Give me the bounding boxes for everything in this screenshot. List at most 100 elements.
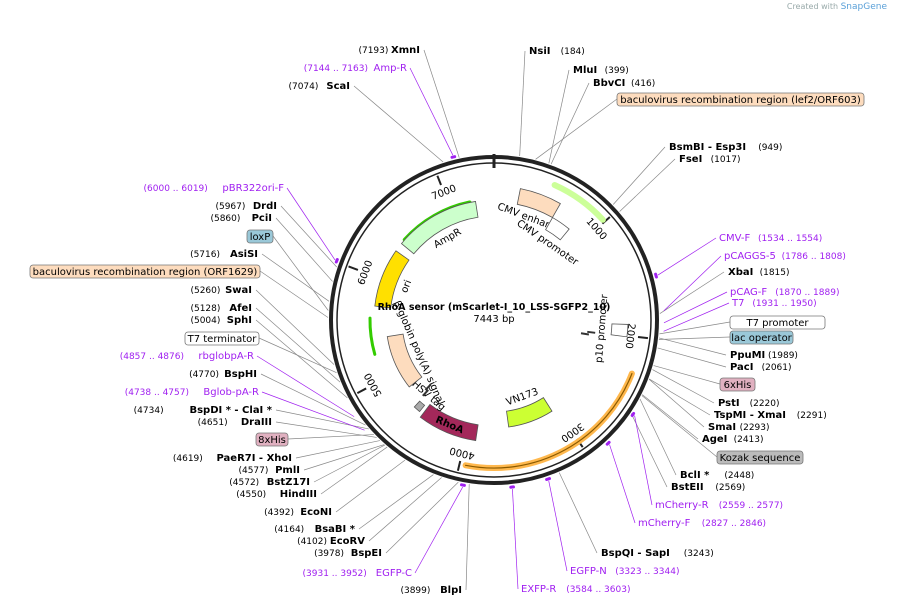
site-bsphi[interactable]: BspHI: [224, 369, 257, 380]
site-pos-tspmi-xmai: (2291): [797, 411, 827, 421]
leader-afei: [255, 307, 341, 383]
site-pcii[interactable]: PciI: [252, 213, 272, 224]
site-paci[interactable]: PacI: [730, 362, 753, 373]
site-bcli[interactable]: BclI *: [680, 470, 710, 481]
site-bsmbi-esp3i[interactable]: BsmBI - Esp3I: [669, 142, 746, 153]
site-bbvci[interactable]: BbvCI: [593, 78, 625, 89]
site-asisi[interactable]: AsiSI: [230, 249, 258, 260]
outer-labels: XmnI(7193)ScaI(7074)NsiI(184)MluI(399)Bb…: [29, 45, 865, 596]
site-pos-xbai: (1815): [760, 268, 790, 278]
site-pos-bsteii: (2569): [715, 483, 745, 493]
primer-cmv-f[interactable]: CMV-F: [719, 233, 750, 244]
feature-beta-globin-poly-a-signal[interactable]: [386, 333, 423, 388]
site-tspmi-xmai[interactable]: TspMI - XmaI: [714, 410, 786, 421]
site-bstz17i[interactable]: BstZ17I: [267, 477, 310, 488]
feature-ori[interactable]: [374, 250, 410, 309]
box-loxp[interactable]: [246, 229, 274, 244]
box-t7-terminator[interactable]: [184, 331, 260, 346]
site-bsteii[interactable]: BstEII: [671, 482, 704, 493]
site-swai[interactable]: SwaI: [225, 285, 252, 296]
primer-mcherry-r-arc: [630, 411, 636, 417]
primer-leader-mcherry-r: [634, 415, 653, 506]
box-baculovirus-recombination-region-lef2-orf603[interactable]: [616, 92, 865, 107]
site-nsii[interactable]: NsiI: [529, 46, 550, 57]
feature-p10-promoter[interactable]: [610, 323, 629, 338]
site-pmli[interactable]: PmlI: [275, 465, 300, 476]
site-sphi[interactable]: SphI: [227, 315, 252, 326]
primer-pcaggs-5[interactable]: pCAGGS-5: [724, 251, 776, 262]
feature-cmv-promoter[interactable]: [545, 217, 570, 241]
primer-egfp-c[interactable]: EGFP-C: [376, 568, 412, 579]
site-scai[interactable]: ScaI: [326, 81, 350, 92]
leader-bsmbi-esp3i: [612, 146, 666, 205]
feature-ampr[interactable]: [400, 200, 479, 255]
site-bspei[interactable]: BspEI: [351, 548, 382, 559]
primer-pos-bglob-pa-r: (4738 .. 4757): [125, 388, 189, 398]
leader-swai: [255, 289, 335, 365]
site-ppumi[interactable]: PpuMI: [730, 350, 765, 361]
site-agei[interactable]: AgeI: [702, 434, 727, 445]
primer-mcherry-r[interactable]: mCherry-R: [655, 500, 709, 511]
feature-rhoa[interactable]: [419, 403, 479, 442]
ori-direction-arc: [368, 316, 377, 356]
site-bsabi[interactable]: BsaBI *: [315, 524, 356, 535]
site-ecorv[interactable]: EcoRV: [330, 536, 365, 547]
site-pos-swai: (5260): [190, 286, 220, 296]
primer-pcag-f[interactable]: pCAG-F: [730, 287, 767, 298]
box-baculovirus-recombination-region-orf1629[interactable]: [29, 264, 261, 279]
leader-sphi: [255, 319, 348, 399]
box-8xhis[interactable]: [255, 432, 289, 447]
site-econi[interactable]: EcoNI: [300, 507, 332, 518]
site-pos-pmli: (4577): [238, 466, 268, 476]
site-pos-hindiii: (4550): [236, 490, 266, 500]
box-kozak-sequence[interactable]: [716, 450, 804, 465]
feature-label-ori: ori: [399, 279, 414, 295]
site-pos-pcii: (5860): [210, 214, 240, 224]
leader-bcli: [639, 398, 677, 476]
site-draiii[interactable]: DraIII: [241, 417, 272, 428]
primer-t7[interactable]: T7: [731, 298, 744, 309]
primer-pos-mcherry-r: (2559 .. 2577): [719, 501, 783, 511]
site-xmni[interactable]: XmnI: [391, 45, 420, 56]
snapgene-credit: Created with SnapGene: [787, 2, 887, 12]
site-pos-fsei: (1017): [711, 155, 741, 165]
primer-amp-r-arc: [450, 155, 457, 159]
leader-hindiii: [320, 446, 388, 495]
site-fsei[interactable]: FseI: [679, 154, 702, 165]
site-hindiii[interactable]: HindIII: [280, 489, 317, 500]
site-psti[interactable]: PstI: [718, 398, 740, 409]
feature-hsv-tag[interactable]: [413, 400, 426, 413]
feature-vn173[interactable]: [506, 397, 553, 428]
site-mlui[interactable]: MluI: [573, 65, 597, 76]
primer-leader-egfp-c: [414, 486, 463, 574]
site-pos-psti: (2220): [750, 399, 780, 409]
site-smai[interactable]: SmaI: [708, 422, 736, 433]
site-afei[interactable]: AfeI: [229, 303, 252, 314]
site-xbai[interactable]: XbaI: [728, 267, 753, 278]
site-paer7i-xhoi[interactable]: PaeR7I - XhoI: [216, 453, 292, 464]
primer-egfp-n[interactable]: EGFP-N: [570, 566, 607, 577]
leader-bsteii: [630, 413, 668, 488]
site-pos-ppumi: (1989): [768, 351, 798, 361]
primer-rbglobpa-r[interactable]: rbglobpA-R: [198, 351, 254, 362]
site-pos-bsabi: (4164): [274, 525, 304, 535]
leader-bstz17i: [313, 444, 385, 483]
box-t7-promoter[interactable]: [729, 315, 826, 330]
primer-bglob-pa-r[interactable]: Bglob-pA-R: [203, 387, 259, 398]
box-lac-operator[interactable]: [729, 330, 794, 345]
primer-pbr322ori-f[interactable]: pBR322ori-F: [222, 183, 284, 194]
primer-amp-r[interactable]: Amp-R: [374, 63, 408, 74]
primer-mcherry-f[interactable]: mCherry-F: [638, 518, 691, 529]
site-blpi[interactable]: BlpI: [440, 585, 462, 596]
site-bspdi-clai[interactable]: BspDI * - ClaI *: [189, 405, 272, 416]
site-drdi[interactable]: DrdI: [253, 201, 277, 212]
primer-pos-mcherry-f: (2827 .. 2846): [702, 519, 766, 529]
primer-pos-pcag-f: (1870 .. 1889): [775, 288, 839, 298]
primer-exfp-r[interactable]: EXFP-R: [521, 584, 556, 595]
site-pos-bsmbi-esp3i: (949): [758, 143, 782, 153]
box-leader-loxp: [272, 235, 329, 311]
site-bspqi-sapi[interactable]: BspQI - SapI: [601, 548, 670, 559]
box-6xhis[interactable]: [719, 377, 756, 392]
leader-econi: [335, 459, 406, 513]
